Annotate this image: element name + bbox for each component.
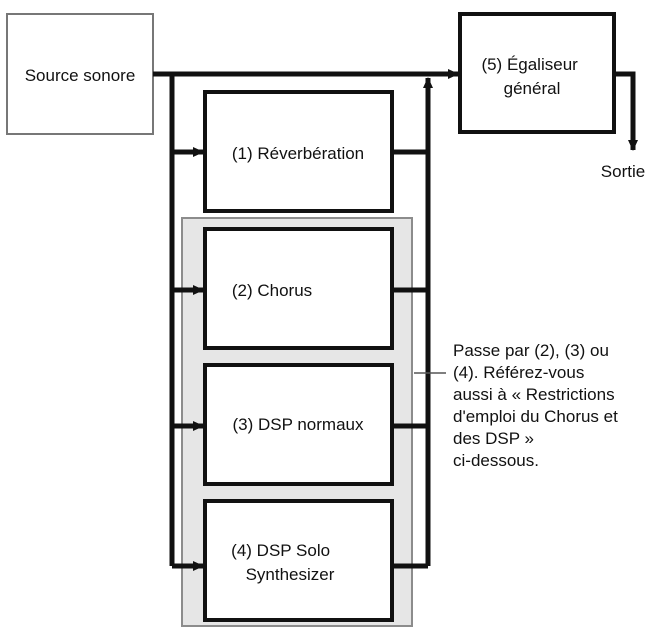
output-label: Sortie <box>601 162 645 181</box>
annotation-line: (4). Référez-vous <box>453 363 585 382</box>
annotation-line: Passe par (2), (3) ou <box>453 341 609 360</box>
chorus-label: (2) Chorus <box>232 281 312 300</box>
dsp-normal-label: (3) DSP normaux <box>232 415 364 434</box>
reverb-box <box>203 90 394 213</box>
annotation-line: aussi à « Restrictions <box>453 385 615 404</box>
equalizer-box <box>458 12 616 134</box>
annotation-line: d'emploi du Chorus et <box>453 407 618 426</box>
annotation-line: ci-dessous. <box>453 451 539 470</box>
source-box <box>6 13 154 135</box>
output-arrow <box>614 71 638 151</box>
dsp-solo-box <box>203 499 394 622</box>
equalizer-label: (5) Égaliseur général <box>481 55 582 98</box>
dsp-solo-label: (4) DSP Solo Synthesizer <box>231 541 335 584</box>
chorus-box <box>203 227 394 350</box>
annotation-line: des DSP » <box>453 429 534 448</box>
reverb-label: (1) Réverbération <box>232 144 364 163</box>
group-annotation: Passe par (2), (3) ou (4). Référez-vous … <box>453 340 649 472</box>
source-label: Source sonore <box>25 66 136 85</box>
dsp-normal-box <box>203 363 394 486</box>
